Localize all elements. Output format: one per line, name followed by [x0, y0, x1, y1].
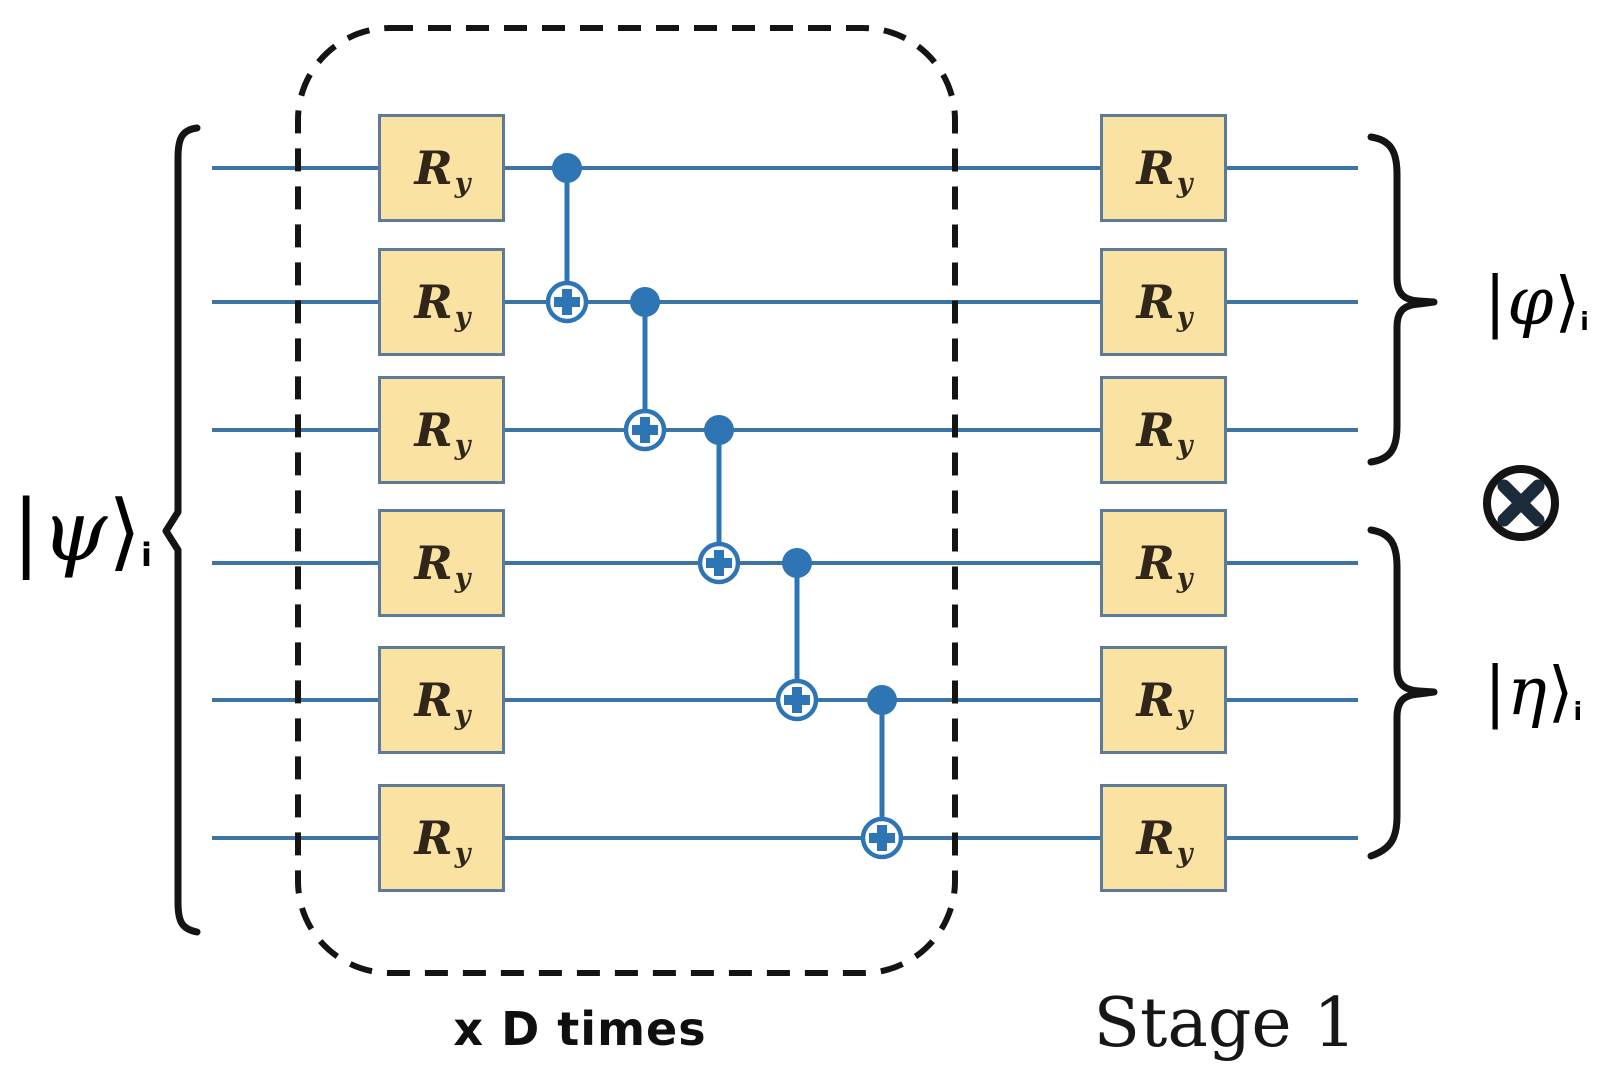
ry-gate-label: R — [414, 811, 453, 865]
ry-gate-label: R — [1136, 536, 1175, 590]
cnot-gates — [545, 153, 904, 860]
ry-gate-sublabel: y — [454, 837, 471, 869]
ry-gate-label: R — [1136, 141, 1175, 195]
control-dot — [630, 287, 660, 317]
input-brace — [162, 124, 201, 936]
ry-gate-sublabel: y — [454, 562, 471, 594]
ry-gate-sublabel: y — [454, 429, 471, 461]
ry-gate-label: R — [1136, 673, 1175, 727]
ry-gate-sublabel: y — [1176, 562, 1193, 594]
control-dot — [552, 153, 582, 183]
ry-gate-sublabel: y — [1176, 167, 1193, 199]
ry-gate-label: R — [414, 275, 453, 329]
ry-gate-label: R — [1136, 275, 1175, 329]
ry-gate-sublabel: y — [454, 301, 471, 333]
cnot-q4-q5 — [775, 548, 819, 722]
ry-gate-label: R — [414, 673, 453, 727]
ry-gate-label: R — [414, 141, 453, 195]
phi-brace — [1367, 133, 1438, 466]
ry-gate-label: R — [1136, 403, 1175, 457]
control-dot — [867, 685, 897, 715]
phi-state-label: |φ⟩i — [1484, 262, 1589, 340]
cnot-q2-q3 — [623, 287, 667, 452]
ry-gate-sublabel: y — [1176, 301, 1193, 333]
target-cross-icon — [706, 550, 732, 576]
repeat-count-caption: x D times — [453, 1002, 707, 1056]
ry-gate-sublabel: y — [1176, 429, 1193, 461]
cnot-q5-q6 — [860, 685, 904, 860]
eta-brace — [1367, 526, 1438, 860]
target-cross-icon — [554, 289, 580, 315]
input-state-label: |ψ⟩i — [12, 481, 152, 580]
repeat-block-outline — [295, 25, 958, 976]
tensor-product-icon — [1483, 465, 1559, 541]
eta-state-label: |η⟩i — [1484, 652, 1583, 730]
target-cross-icon — [632, 417, 658, 443]
ry-gate-sublabel: y — [1176, 837, 1193, 869]
target-cross-icon — [784, 687, 810, 713]
ry-gate-label: R — [414, 536, 453, 590]
ry-gate-sublabel: y — [454, 167, 471, 199]
control-dot — [782, 548, 812, 578]
target-cross-icon — [869, 825, 895, 851]
ry-gate-label: R — [414, 403, 453, 457]
ry-gate-label: R — [1136, 811, 1175, 865]
ry-gate-sublabel: y — [454, 699, 471, 731]
control-dot — [704, 415, 734, 445]
stage-caption: Stage 1 — [1093, 984, 1357, 1063]
cnot-q3-q4 — [697, 415, 741, 585]
cnot-q1-q2 — [545, 153, 589, 324]
ry-gate-sublabel: y — [1176, 699, 1193, 731]
